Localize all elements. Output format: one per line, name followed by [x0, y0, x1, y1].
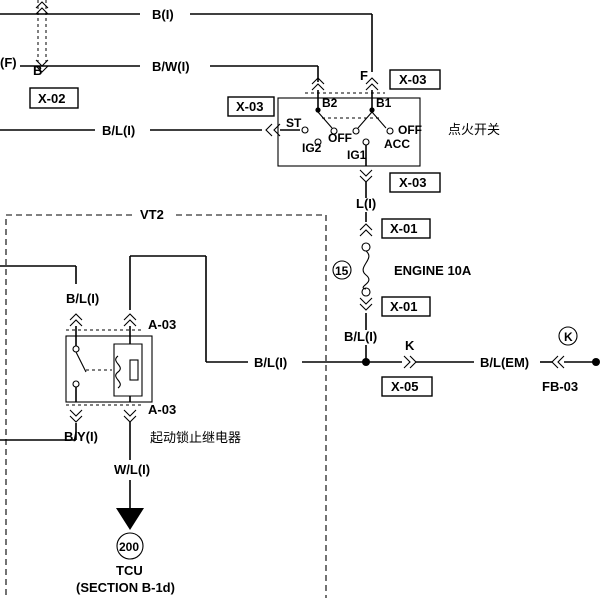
connector-x01-b	[381, 296, 431, 317]
k-circle-label: K	[564, 330, 573, 344]
vt2-label: VT2	[140, 207, 164, 222]
connector-x03-c	[389, 172, 441, 193]
relay-label: 起动锁止继电器	[150, 430, 241, 446]
wire-label-bl-left: B/L(I)	[102, 123, 135, 138]
wire-b-top	[0, 13, 373, 72]
fuse-number-circle	[332, 260, 352, 280]
k-circle	[558, 326, 578, 346]
wire-label-bw: B/W(I)	[152, 59, 190, 74]
connector-x02-label: X-02	[38, 91, 65, 106]
fuse-top-connector	[359, 223, 373, 237]
wire-label-by: B/Y(I)	[64, 429, 98, 444]
connector-x03-c-label: X-03	[399, 175, 426, 190]
vt2-title-bg	[136, 206, 172, 224]
starter-interlock-relay	[65, 326, 153, 403]
wire-bl-left	[0, 123, 300, 137]
wire-label-bl-em: B/L(EM)	[480, 355, 529, 370]
relay-top-connector	[66, 313, 142, 331]
wire-label-l: L(I)	[356, 196, 376, 211]
fuse-engine-10a	[361, 242, 371, 297]
connector-x05	[381, 376, 433, 397]
label-off-2: OFF	[398, 123, 422, 137]
bundle-left-dashed	[35, 0, 49, 73]
label-ig1: IG1	[347, 148, 367, 162]
wire-left-into-relay	[0, 265, 77, 441]
connector-x01-b-label: X-01	[390, 299, 417, 314]
connector-x05-label: X-05	[391, 379, 418, 394]
section-label: (SECTION B-1d)	[76, 580, 175, 595]
ignition-switch-body	[277, 97, 421, 167]
label-st: ST	[286, 116, 302, 130]
label-b2: B2	[322, 96, 338, 110]
relay-connector-top-label: A-03	[148, 317, 176, 332]
fuse-name: ENGINE 10A	[394, 263, 472, 278]
fb03-label: FB-03	[542, 379, 578, 394]
ignition-switch-label: 点火开关	[448, 123, 500, 138]
connector-x03-b	[389, 69, 441, 90]
pin-k-label: K	[405, 338, 415, 353]
ignition-top-connector	[305, 77, 385, 108]
wire-label-b-top: B(I)	[152, 7, 174, 22]
relay-connector-bottom-label: A-03	[148, 402, 176, 417]
connector-x02	[29, 87, 79, 109]
connector-x03-b-label: X-03	[399, 72, 426, 87]
tcu-label: TCU	[116, 563, 143, 578]
connector-x01-a	[381, 218, 431, 239]
label-acc: ACC	[384, 137, 410, 151]
tcu-number: 200	[119, 540, 139, 554]
label-ig2: IG2	[302, 141, 322, 155]
connector-x01-a-label: X-01	[390, 221, 417, 236]
pin-f-label: F	[360, 68, 368, 83]
fuse-number: 15	[335, 264, 349, 278]
wire-relay-feed	[129, 255, 207, 362]
ignition-bottom-connector	[359, 169, 373, 198]
tcu-circle	[116, 532, 144, 560]
fuse-bottom-connector	[359, 297, 373, 311]
wire-label-bl-mid: B/L(I)	[254, 355, 287, 370]
label-b1: B1	[376, 96, 392, 110]
connector-x03-a	[227, 96, 275, 117]
wire-label-wl: W/L(I)	[114, 462, 150, 477]
label-f-left: (F)	[0, 55, 17, 70]
connector-x03-a-label: X-03	[236, 99, 263, 114]
wire-label-bl-fuse: B/L(I)	[344, 329, 377, 344]
relay-bottom-connector	[66, 404, 142, 423]
ground-triangle	[116, 508, 144, 530]
wire-label-bl-vt: B/L(I)	[66, 291, 99, 306]
label-b-left: B	[33, 63, 42, 78]
wire-bw	[20, 65, 319, 82]
wire-bl-main	[206, 355, 600, 369]
ignition-contacts	[301, 107, 394, 166]
label-off-1: OFF	[328, 131, 352, 145]
